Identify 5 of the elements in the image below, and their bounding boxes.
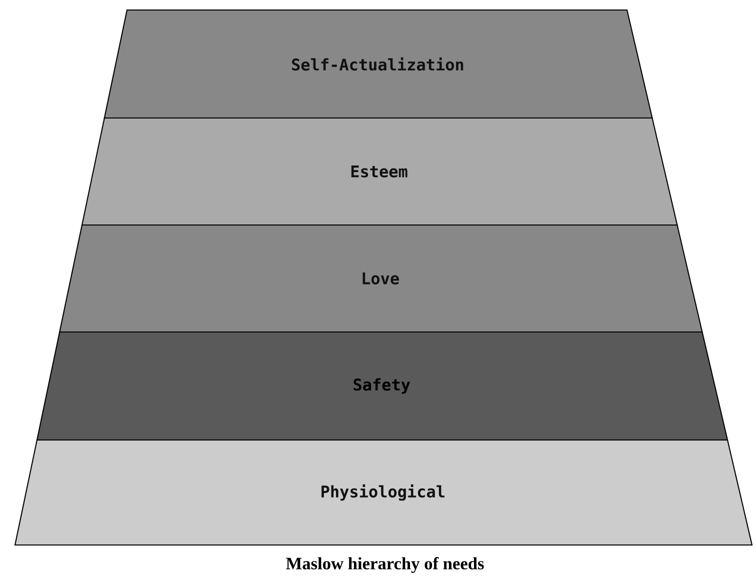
- pyramid-band: Safety: [36, 331, 728, 441]
- pyramid-band: Physiological: [14, 439, 753, 546]
- caption: Maslow hierarchy of needs: [286, 557, 484, 573]
- pyramid-band: Esteem: [81, 117, 678, 226]
- pyramid-band: Self-Actualization: [104, 9, 653, 119]
